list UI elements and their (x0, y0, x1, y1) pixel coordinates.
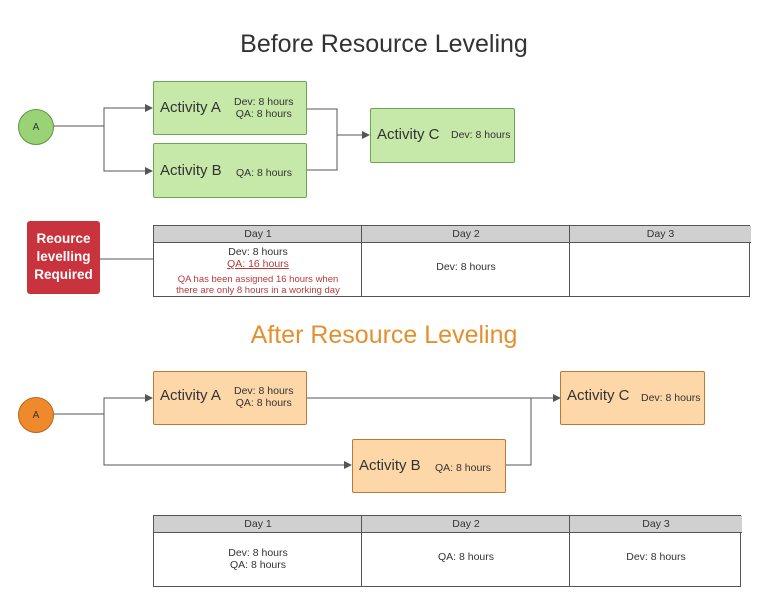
activity-c-dev: Dev: 8 hours (641, 392, 701, 404)
edge-b-to-c-before (307, 135, 338, 171)
activity-a-qa: QA: 8 hours (235, 397, 292, 409)
activity-a-before: Activity A Dev: 8 hours QA: 8 hours (153, 81, 307, 135)
activity-b-name: Activity B (359, 457, 421, 474)
after-title: After Resource Leveling (250, 321, 518, 349)
schedule-table-before: Day 1 Day 2 Day 3 Dev: 8 hours QA: 16 ho… (153, 225, 751, 297)
before-title: Before Resource Leveling (240, 30, 528, 58)
start-node-label: A (32, 121, 40, 133)
activity-b-before: Activity B QA: 8 hours (153, 143, 307, 198)
activity-c-after: Activity C Dev: 8 hours (560, 371, 705, 425)
day1-cell: Dev: 8 hours QA: 8 hours (154, 547, 362, 571)
day1-dev: Dev: 8 hours (228, 547, 288, 559)
alert-line-1: Reource (36, 231, 91, 246)
alert-line-2: levelling (36, 249, 91, 264)
activity-c-before: Activity C Dev: 8 hours (370, 108, 515, 163)
header-day-2: Day 2 (362, 516, 570, 533)
header-day-1: Day 1 (154, 516, 362, 533)
column-divider (569, 516, 570, 586)
edge-start-to-b-before (103, 126, 153, 175)
activity-b-name: Activity B (160, 162, 222, 179)
activity-b-qa: QA: 8 hours (435, 462, 492, 474)
activity-a-resources: Dev: 8 hours QA: 8 hours (234, 96, 294, 120)
edge-start-to-a-before (53, 104, 153, 127)
edge-b-to-c-after (506, 398, 532, 466)
note-line-2: there are only 8 hours in a working day (176, 285, 340, 296)
edge-a-to-c-before (307, 108, 370, 139)
activity-a-resources: Dev: 8 hours QA: 8 hours (234, 385, 294, 409)
day2-qa: QA: 8 hours (437, 551, 495, 563)
edge-start-to-a-after (53, 394, 153, 415)
day2-dev: Dev: 8 hours (436, 261, 496, 273)
activity-a-qa: QA: 8 hours (235, 108, 292, 120)
start-node-after: A (18, 397, 54, 433)
schedule-table-after: Day 1 Day 2 Day 3 Dev: 8 hours QA: 8 hou… (153, 515, 742, 587)
header-day-2: Day 2 (362, 226, 570, 243)
column-divider (361, 226, 362, 296)
activity-c-dev: Dev: 8 hours (451, 129, 511, 141)
activity-b-after: Activity B QA: 8 hours (352, 439, 506, 493)
start-node-before: A (18, 109, 54, 145)
activity-c-name: Activity C (377, 126, 440, 143)
activity-a-name: Activity A (160, 387, 221, 404)
overallocation-note: QA has been assigned 16 hours when there… (154, 274, 362, 296)
alert-line-3: Required (34, 267, 93, 282)
day1-qa: QA: 8 hours (229, 559, 287, 571)
note-line-1: QA has been assigned 16 hours when (177, 274, 339, 285)
day1-qa-overallocated: QA: 16 hours (227, 258, 289, 270)
day1-cell: Dev: 8 hours QA: 16 hours QA has been as… (154, 246, 362, 296)
column-divider (569, 226, 570, 296)
activity-b-qa: QA: 8 hours (236, 167, 293, 179)
header-day-3: Day 3 (570, 516, 742, 533)
header-day-3: Day 3 (570, 226, 751, 243)
activity-c-name: Activity C (567, 387, 630, 404)
column-divider (361, 516, 362, 586)
activity-a-after: Activity A Dev: 8 hours QA: 8 hours (153, 371, 307, 425)
resource-levelling-alert: Reource levelling Required (27, 221, 100, 294)
header-day-1: Day 1 (154, 226, 362, 243)
start-node-label: A (32, 409, 40, 421)
activity-a-dev: Dev: 8 hours (234, 385, 294, 397)
day1-dev: Dev: 8 hours (228, 246, 288, 258)
edge-start-to-b-after (103, 414, 352, 469)
activity-a-name: Activity A (160, 99, 221, 116)
day3-dev: Dev: 8 hours (626, 551, 686, 563)
activity-a-dev: Dev: 8 hours (234, 96, 294, 108)
